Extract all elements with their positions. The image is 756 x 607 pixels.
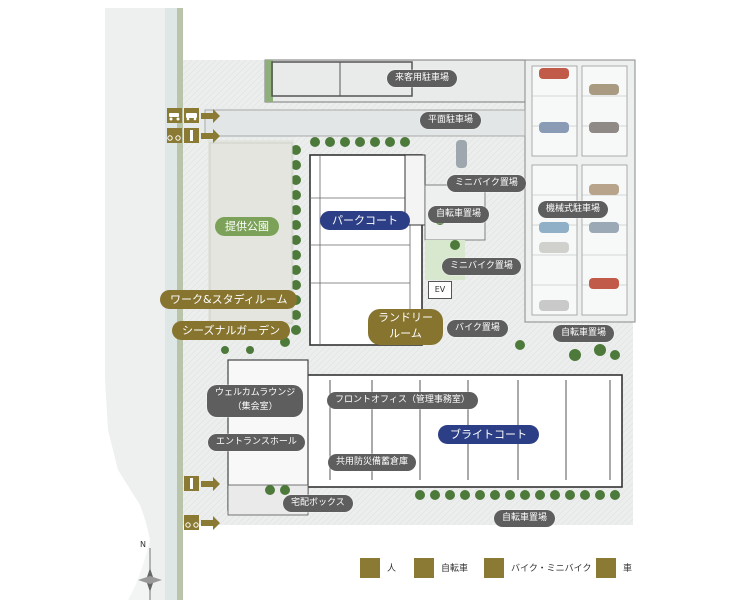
shared-storage-label: 共用防災備蓄倉庫: [328, 454, 417, 471]
bicycle-parking-label-1: 自転車置場: [428, 206, 490, 223]
mini-bike-parking-label-2: ミニバイク置場: [442, 258, 521, 275]
bike-parking-label: バイク置場: [447, 320, 508, 337]
direction-arrows: [201, 109, 220, 530]
welcome-lounge-label: ウェルカムラウンジ （集会室）: [207, 385, 304, 417]
mini-bike-parking-label-1: ミニバイク置場: [447, 175, 526, 192]
park-court-label: パークコート: [320, 211, 410, 230]
entrance-hall-label: エントランスホール: [208, 434, 305, 451]
car-icon: [596, 558, 616, 578]
front-office-label: フロントオフィス（管理事務室）: [327, 392, 478, 409]
bicycle-icon: [414, 558, 434, 578]
bicycle-parking-label-3: 自転車置場: [494, 510, 556, 527]
seasonal-garden-label: シーズナルガーデン: [172, 321, 291, 340]
bright-court-label: ブライトコート: [438, 425, 539, 444]
laundry-line2: ルーム: [389, 327, 422, 340]
laundry-room-label: ランドリー ルーム: [368, 309, 443, 345]
delivery-box-label: 宅配ボックス: [283, 495, 353, 512]
welcome-lounge-line2: （集会室）: [232, 402, 278, 412]
entry-icons: [167, 108, 199, 530]
elevator-label: EV: [428, 281, 452, 299]
welcome-lounge-line1: ウェルカムラウンジ: [215, 388, 296, 398]
work-study-room-label: ワーク&スタディルーム: [160, 290, 298, 309]
laundry-line1: ランドリー: [378, 311, 433, 324]
compass-rose: [138, 548, 162, 600]
north-label: N: [140, 540, 146, 549]
bicycle-parking-label-2: 自転車置場: [553, 325, 615, 342]
person-icon: [360, 558, 380, 578]
flat-parking-label: 平面駐車場: [420, 112, 482, 129]
parked-cars: [456, 68, 619, 311]
park-label: 提供公園: [215, 217, 279, 236]
trees: [221, 137, 620, 500]
mechanical-parking-area: [524, 59, 636, 323]
visitor-parking-label: 来客用駐車場: [387, 70, 458, 87]
motorbike-icon: [484, 558, 504, 578]
mechanical-parking-label: 機械式駐車場: [538, 201, 609, 218]
